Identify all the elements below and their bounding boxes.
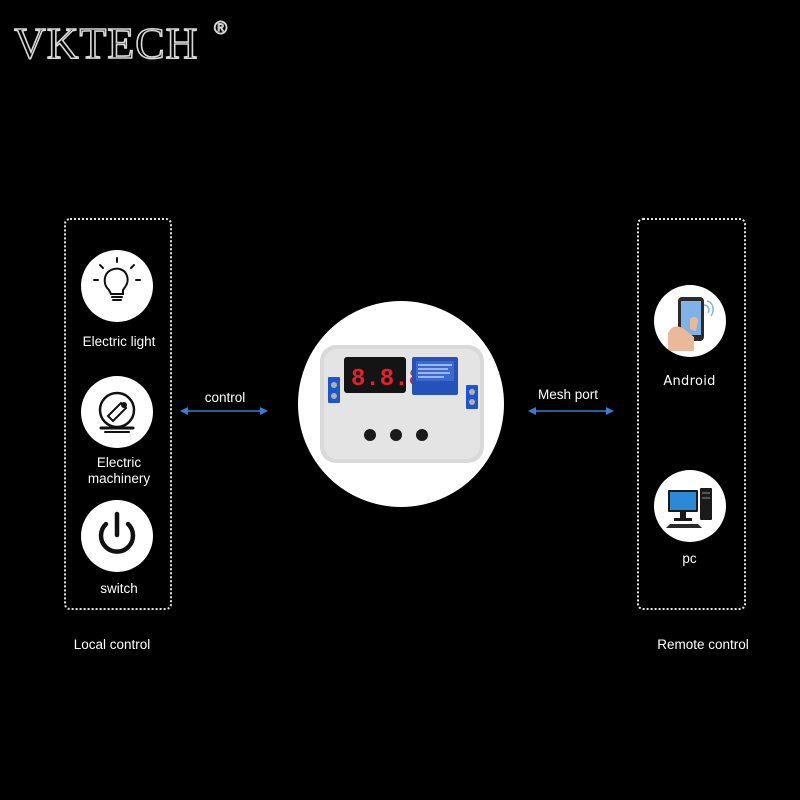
brand-logo: VKTECH ® bbox=[14, 14, 254, 74]
mesh-port-label: Mesh port bbox=[537, 387, 599, 402]
power-icon bbox=[81, 500, 153, 572]
left-double-arrow bbox=[180, 404, 268, 418]
electric-machinery-label-line1: Electric bbox=[96, 455, 142, 470]
smartphone-icon bbox=[654, 285, 726, 357]
electric-light-label: Electric light bbox=[82, 334, 156, 349]
pc-label: pc bbox=[682, 551, 697, 566]
right-double-arrow bbox=[528, 404, 614, 418]
local-control-panel bbox=[64, 218, 172, 610]
machinery-icon bbox=[81, 376, 153, 448]
brand-logo-text: VKTECH bbox=[14, 19, 198, 68]
desktop-computer-icon bbox=[654, 470, 726, 542]
local-control-caption: Local control bbox=[73, 637, 151, 652]
control-label: control bbox=[204, 390, 246, 405]
registered-mark: ® bbox=[214, 18, 227, 38]
remote-control-caption: Remote control bbox=[657, 637, 749, 652]
lightbulb-icon bbox=[81, 250, 153, 322]
seven-segment-display: 8.8.8 bbox=[351, 366, 423, 393]
switch-label: switch bbox=[100, 581, 138, 596]
android-label: Android bbox=[663, 374, 716, 389]
relay-module-image: 8.8.8 bbox=[298, 301, 504, 507]
electric-machinery-label-line2: machinery bbox=[87, 471, 151, 486]
remote-control-panel bbox=[637, 218, 746, 610]
